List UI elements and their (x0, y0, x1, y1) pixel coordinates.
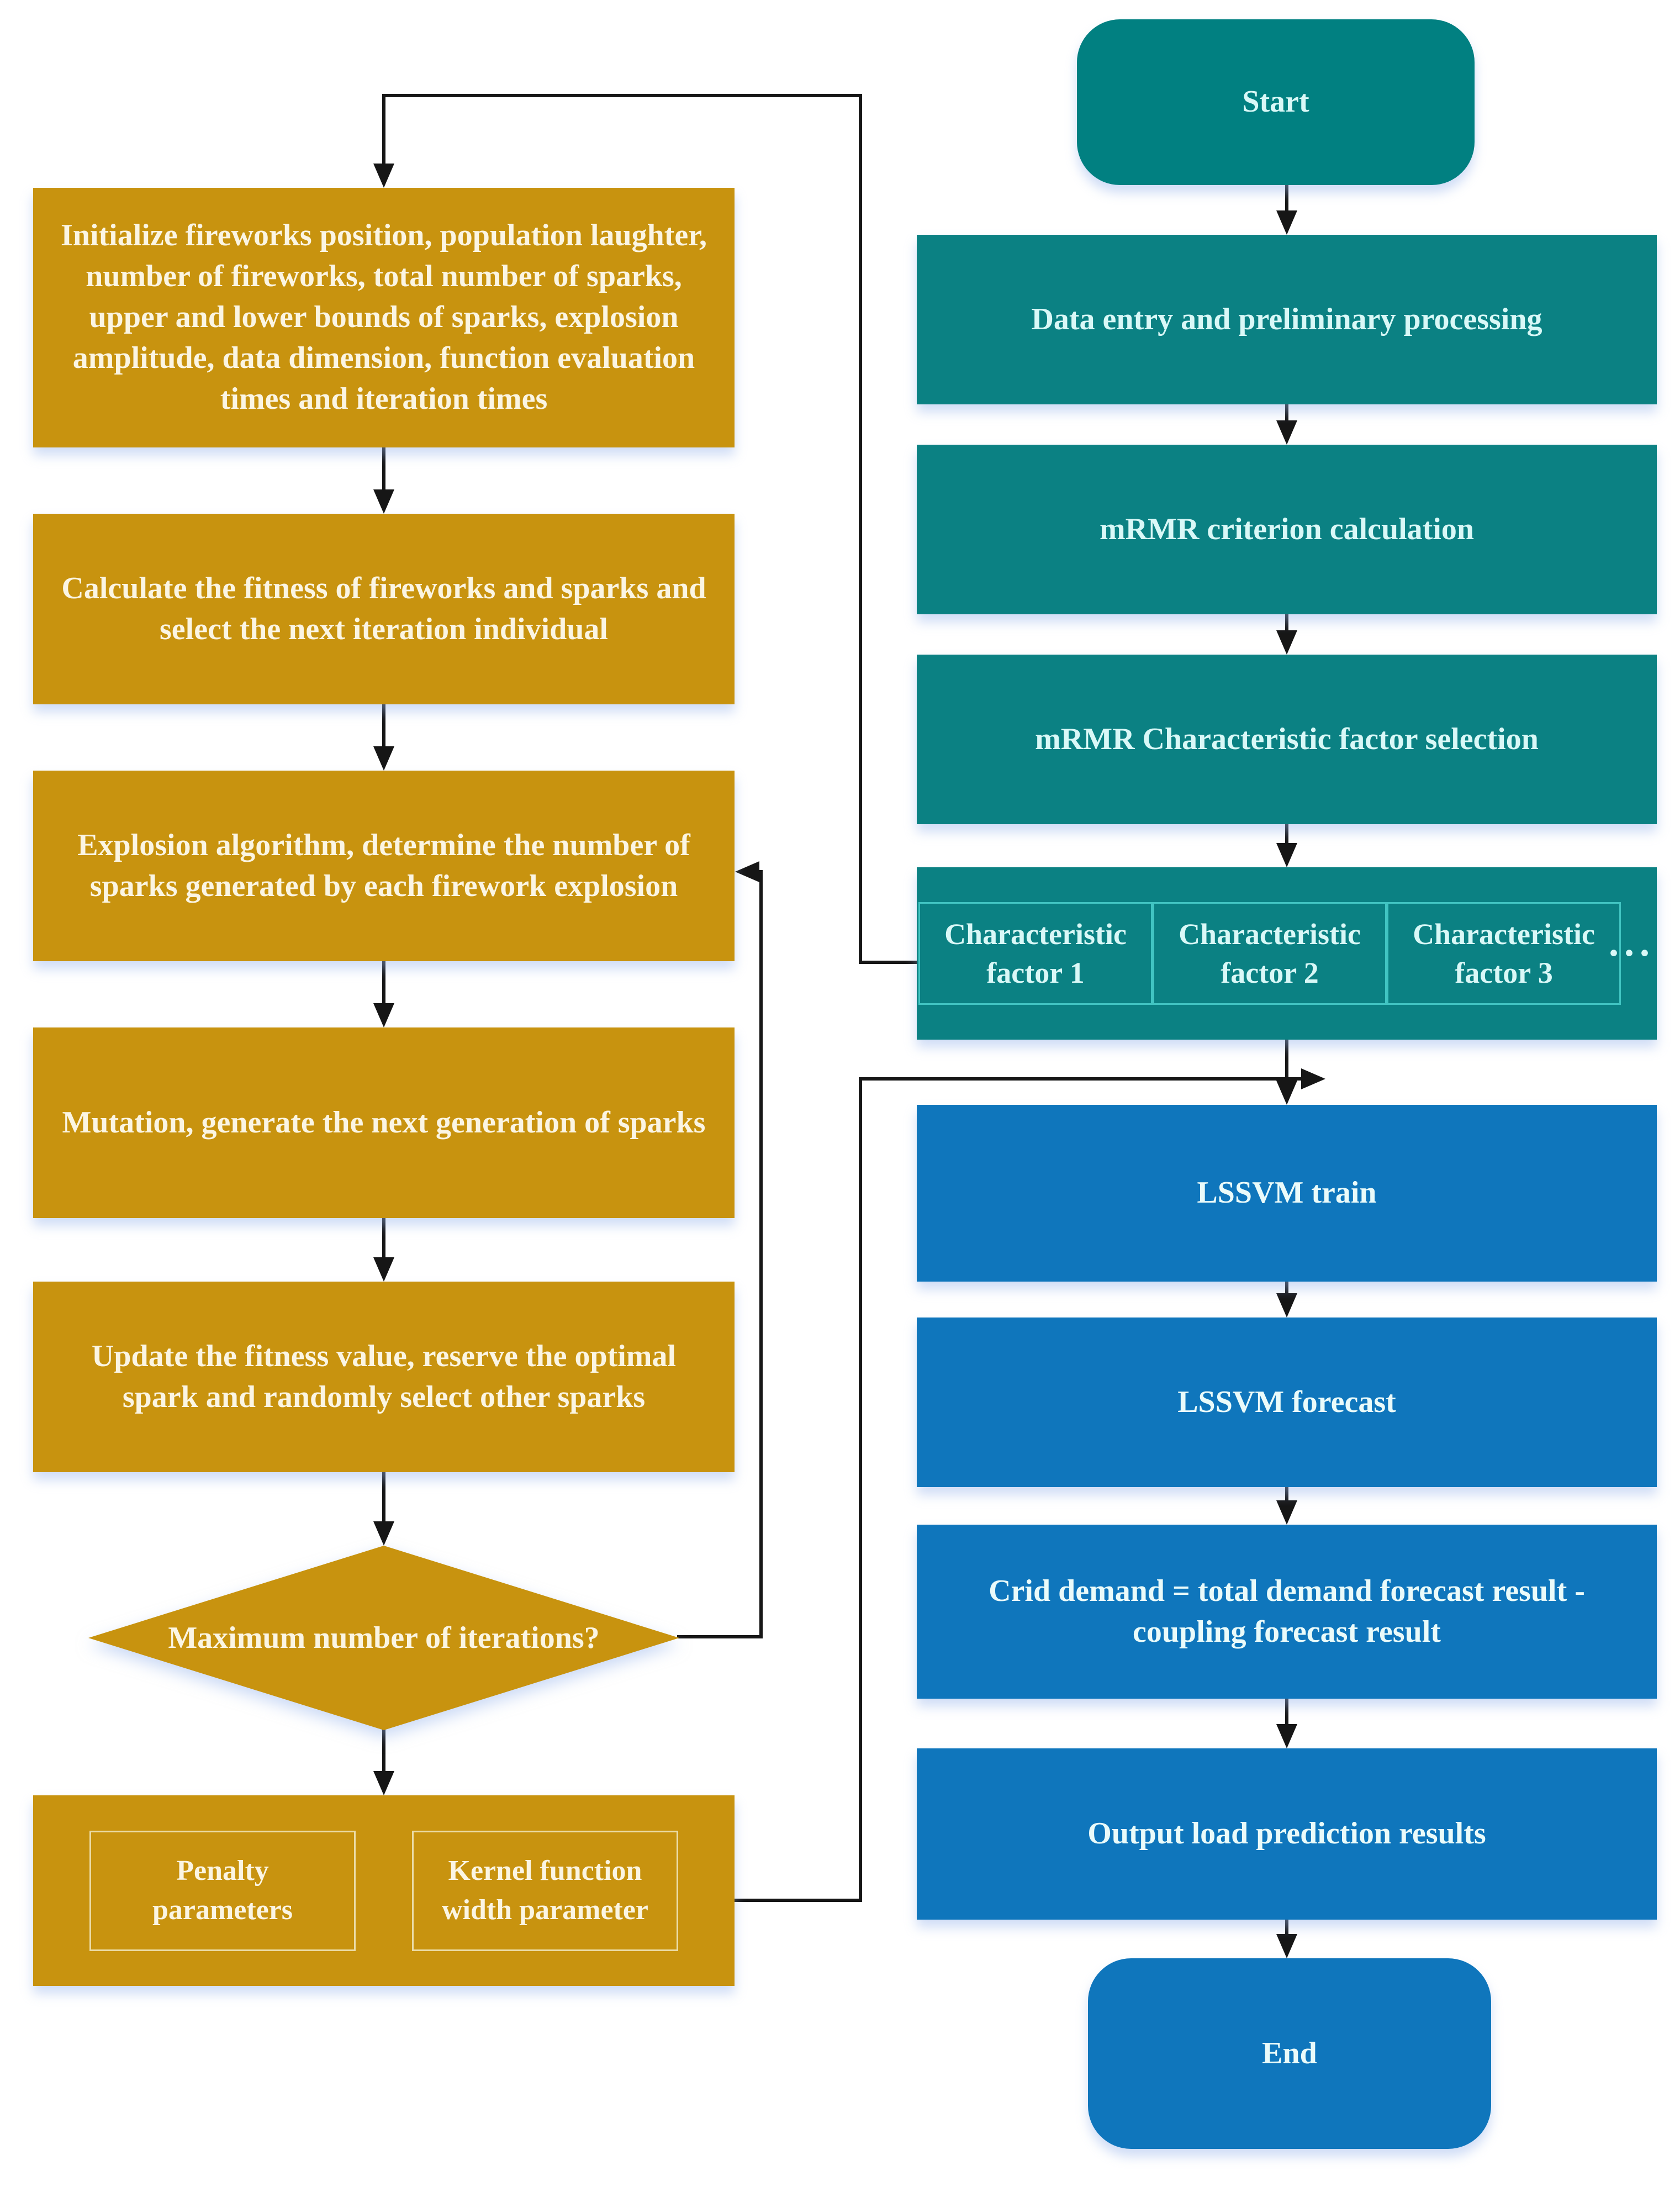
decision-max-iterations-label: Maximum number of iterations? (88, 1546, 679, 1730)
connector-loop-right (859, 94, 862, 962)
arrowhead-explosion (373, 746, 394, 771)
penalty-parameters-box: Penalty parameters (89, 1830, 356, 1951)
arrowhead-factors (1276, 843, 1297, 867)
connector-params-up (859, 1077, 862, 1902)
factors-ellipsis: ··· (1607, 931, 1653, 976)
arrowhead-end (1276, 1934, 1297, 1958)
decision-max-iterations: Maximum number of iterations? (88, 1546, 679, 1730)
connector-train-forecast (1285, 1280, 1288, 1293)
arrowhead-forecast (1276, 1293, 1297, 1318)
connector-initialize-fitness (382, 446, 385, 489)
characteristic-factor-2: Characteristic factor 2 (1153, 902, 1387, 1005)
flow-node-explosion-algorithm: Explosion algorithm, determine the numbe… (33, 771, 735, 961)
flow-node-data-entry: Data entry and preliminary processing (917, 235, 1657, 404)
connector-params-merge (859, 1077, 1301, 1081)
connector-loop-into-factors (859, 961, 917, 964)
connector-decision-parameters (382, 1729, 385, 1771)
flow-node-parameters-output: Penalty parameters Kernel function width… (33, 1795, 735, 1986)
flow-node-characteristic-factors: Characteristic factor 1 Characteristic f… (917, 867, 1657, 1040)
arrowhead-selection (1276, 630, 1297, 655)
arrowhead-grid (1276, 1500, 1297, 1525)
connector-output-end (1285, 1919, 1288, 1934)
arrowhead-into-initialize (373, 164, 394, 188)
connector-start-dataentry (1285, 184, 1288, 210)
terminator-start: Start (1077, 19, 1475, 185)
characteristic-factor-1: Characteristic factor 1 (918, 902, 1153, 1005)
terminator-end: End (1088, 1958, 1491, 2149)
flow-node-lssvm-train: LSSVM train (917, 1105, 1657, 1282)
connector-dataentry-criterion (1285, 403, 1288, 420)
arrowhead-parameters (373, 1771, 394, 1795)
connector-mutation-update (382, 1217, 385, 1257)
flow-node-mutation: Mutation, generate the next generation o… (33, 1027, 735, 1218)
connector-update-decision (382, 1471, 385, 1521)
connector-loop-top (382, 94, 862, 97)
characteristic-factor-3: Characteristic factor 3 (1387, 902, 1621, 1005)
flow-node-output-results: Output load prediction results (917, 1748, 1657, 1920)
kernel-width-box: Kernel function width parameter (412, 1830, 678, 1951)
arrowhead-merge (1301, 1068, 1325, 1089)
flow-node-mrmr-criterion: mRMR criterion calculation (917, 445, 1657, 614)
connector-forecast-grid (1285, 1485, 1288, 1500)
arrowhead-train (1276, 1081, 1297, 1105)
connector-params-out (735, 1899, 862, 1902)
flow-node-calculate-fitness: Calculate the fitness of fireworks and s… (33, 514, 735, 704)
arrowhead-dataentry (1276, 210, 1297, 235)
arrowhead-mutation (373, 1003, 394, 1027)
flow-node-lssvm-forecast: LSSVM forecast (917, 1318, 1657, 1487)
connector-fitness-explosion (382, 703, 385, 746)
connector-loop-down (382, 94, 385, 166)
flow-node-mrmr-selection: mRMR Characteristic factor selection (917, 655, 1657, 824)
arrowhead-fitness (373, 489, 394, 514)
arrowhead-decision (373, 1521, 394, 1546)
connector-feedback-right (759, 870, 763, 1638)
flow-node-initialize: Initialize fireworks position, populatio… (33, 188, 735, 447)
arrowhead-feedback-into-explosion (735, 861, 759, 882)
connector-selection-factors (1285, 823, 1288, 843)
flow-node-update-fitness: Update the fitness value, reserve the op… (33, 1282, 735, 1472)
connector-grid-output (1285, 1698, 1288, 1724)
connector-criterion-selection (1285, 613, 1288, 630)
connector-factors-train (1285, 1039, 1288, 1081)
arrowhead-update (373, 1257, 394, 1282)
flow-node-grid-demand: Crid demand = total demand forecast resu… (917, 1525, 1657, 1699)
arrowhead-criterion (1276, 420, 1297, 445)
characteristic-factor-row: Characteristic factor 1 Characteristic f… (918, 902, 1621, 1005)
connector-feedback-bottom (677, 1635, 763, 1638)
arrowhead-output (1276, 1724, 1297, 1748)
connector-explosion-mutation (382, 960, 385, 1003)
